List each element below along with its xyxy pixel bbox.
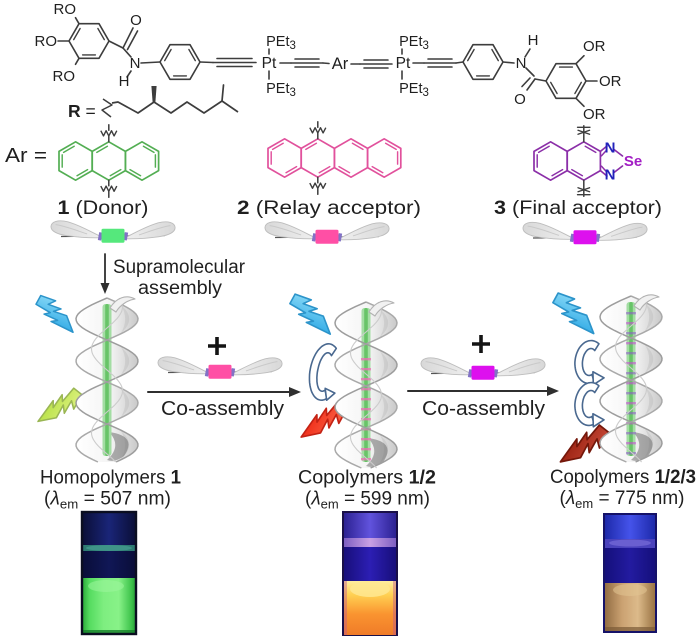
svg-text:PEt3: PEt3 <box>399 34 429 52</box>
svg-text:assembly: assembly <box>138 278 223 299</box>
svg-text:H: H <box>528 32 539 49</box>
svg-text:Ar =: Ar = <box>5 144 47 167</box>
svg-text:N: N <box>605 167 616 184</box>
svg-text:2 (Relay acceptor): 2 (Relay acceptor) <box>237 198 421 219</box>
svg-text:OR: OR <box>583 38 606 55</box>
svg-text:Ar: Ar <box>332 55 349 73</box>
svg-text:Se: Se <box>624 153 642 170</box>
svg-text:Pt: Pt <box>262 55 277 72</box>
svg-text:R =: R = <box>68 101 96 121</box>
svg-text:Co-assembly: Co-assembly <box>161 397 285 420</box>
svg-text:Copolymers 1/2: Copolymers 1/2 <box>298 468 436 489</box>
svg-text:Homopolymers 1: Homopolymers 1 <box>40 468 181 489</box>
svg-text:PEt3: PEt3 <box>266 81 296 99</box>
svg-text:RO: RO <box>53 68 76 85</box>
svg-text:N: N <box>130 55 141 72</box>
svg-text:3 (Final acceptor): 3 (Final acceptor) <box>494 198 662 219</box>
svg-text:O: O <box>514 91 526 108</box>
svg-text:1 (Donor): 1 (Donor) <box>58 198 149 219</box>
svg-text:PEt3: PEt3 <box>266 34 296 52</box>
svg-text:H: H <box>119 73 130 90</box>
svg-text:PEt3: PEt3 <box>399 81 429 99</box>
svg-text:N: N <box>605 140 616 157</box>
svg-text:OR: OR <box>599 73 622 90</box>
svg-text:Copolymers 1/2/3: Copolymers 1/2/3 <box>550 467 696 488</box>
svg-text:Co-assembly: Co-assembly <box>422 397 546 420</box>
svg-text:RO: RO <box>35 33 58 50</box>
svg-text:RO: RO <box>54 1 77 18</box>
svg-text:O: O <box>130 12 142 29</box>
svg-text:Pt: Pt <box>396 55 411 72</box>
svg-text:N: N <box>516 55 527 72</box>
svg-text:OR: OR <box>583 106 606 123</box>
svg-text:Supramolecular: Supramolecular <box>113 257 246 278</box>
